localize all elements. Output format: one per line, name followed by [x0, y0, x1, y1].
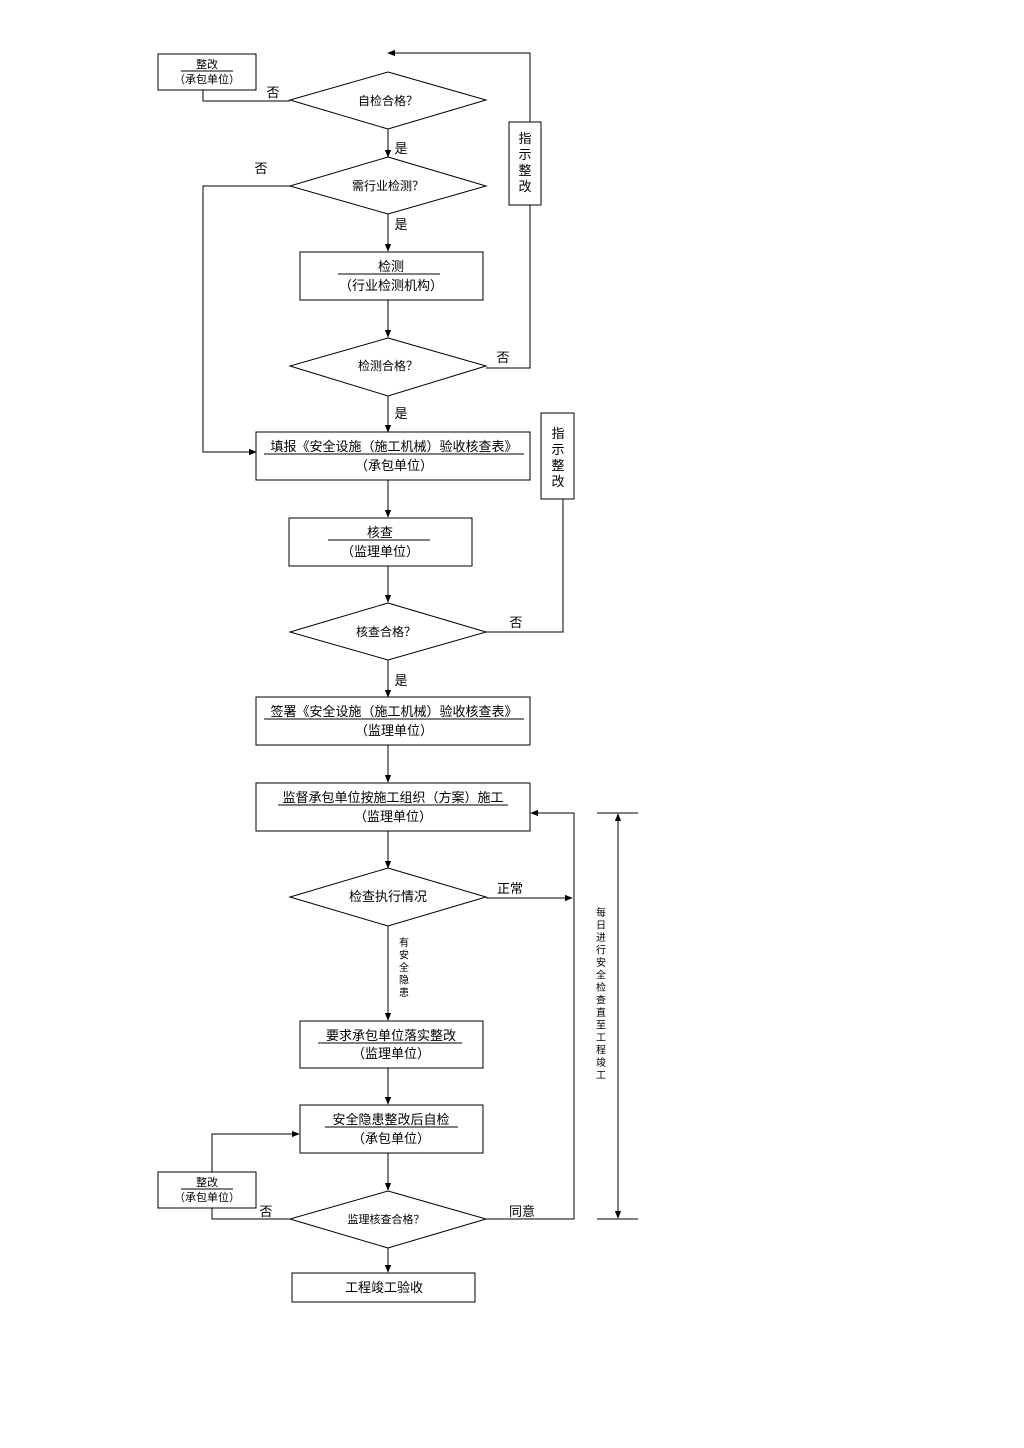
edge-label-you-yinhuan-text: 有安全隐患	[399, 936, 409, 999]
tianbao-sub: （承包单位）	[355, 459, 433, 474]
diamond-zijian	[288, 71, 488, 130]
zhishi-2-label-text: 指示整改	[551, 427, 564, 490]
yaoqiu-sub: （监理单位）	[352, 1047, 430, 1062]
edge-jianli-no	[211, 1208, 290, 1220]
box-qianshu	[255, 696, 531, 746]
side-note-text: 每日进行安全检查直至工程竣工	[596, 906, 606, 1082]
box-zhishi-1	[508, 121, 542, 206]
jiandu-title: 监督承包单位按施工组织（方案）施工	[282, 790, 503, 806]
zijian-after-title: 安全隐患整改后自检	[332, 1112, 449, 1128]
hecha-sub: （监理单位）	[341, 545, 419, 560]
edge-label-fou-3: 否	[496, 351, 509, 366]
zhishi-1-label-text: 指示整改	[518, 132, 531, 195]
diamond-zijian-label: 自检合格？	[358, 93, 418, 108]
qianshu-title: 签署《安全设施（施工机械）验收核查表》	[270, 704, 517, 720]
box-zhenggai-top	[157, 53, 257, 91]
zhishi-1-label: 指示整改	[518, 132, 531, 195]
diamond-hangye-label: 需行业检测？	[352, 178, 424, 193]
jiandu-sub: （监理单位）	[354, 810, 432, 825]
box-yaoqiu	[299, 1020, 484, 1069]
edge-zijian-no	[202, 90, 290, 102]
vertical-texts: 指示整改 指示整改 有安全隐患 每日进行安全检查直至工程竣工	[399, 132, 606, 1082]
zhenggai-bottom-title: 整改	[196, 1175, 218, 1189]
jiance-sub: （行业检测机构）	[339, 279, 443, 294]
zijian-after-sub: （承包单位）	[352, 1132, 430, 1147]
tianbao-title: 填报《安全设施（施工机械）验收核查表》	[270, 439, 517, 455]
yaoqiu-title: 要求承包单位落实整改	[326, 1029, 456, 1044]
zhishi-2-label: 指示整改	[551, 427, 564, 490]
edge-tongyi	[486, 809, 575, 1220]
box-zhishi-2	[540, 412, 575, 500]
diamond-jiance-label: 检测合格？	[358, 358, 418, 373]
zhenggai-bottom-sub: （承包单位）	[174, 1190, 240, 1204]
jungong-label: 工程竣工验收	[345, 1280, 423, 1296]
diamond-jiancha	[288, 867, 488, 927]
qianshu-sub: （监理单位）	[355, 724, 433, 739]
box-zhenggai-bottom	[157, 1171, 257, 1209]
connectors	[202, 49, 638, 1273]
edge-zhishi1-up	[387, 49, 531, 122]
diamond-jianli	[288, 1190, 488, 1249]
box-zijian-after	[299, 1104, 484, 1154]
edge-label-shi-1: 是	[394, 142, 407, 157]
diamond-jiance	[288, 337, 488, 397]
zhenggai-top-sub: （承包单位）	[174, 72, 240, 86]
node-texts: 整改 （承包单位） 自检合格？ 需行业检测？ 检测 （行业检测机构） 检测合格？…	[174, 57, 518, 1296]
edge-label-fou-5: 否	[259, 1205, 272, 1220]
edge-label-texts: 否 是 否 是 否 是 否 是 正常 否 同意	[254, 86, 535, 1220]
edge-hangye-no	[202, 185, 290, 456]
edge-label-shi-2: 是	[394, 218, 407, 233]
diamond-jianli-label: 监理核查合格？	[348, 1212, 425, 1226]
edge-hecha-no	[486, 499, 564, 633]
jiance-title: 检测	[378, 260, 404, 275]
edge-label-fou-1: 否	[266, 86, 279, 101]
title-underlines	[181, 70, 524, 1190]
edge-label-fou-4: 否	[509, 616, 522, 631]
diamond-hangye	[288, 156, 488, 215]
zhenggai-top-title: 整改	[196, 57, 218, 71]
edge-label-fou-2: 否	[254, 162, 267, 177]
edge-label-you-yinhuan: 有安全隐患	[399, 936, 409, 999]
edge-label-tongyi: 同意	[509, 1204, 535, 1220]
shapes	[157, 53, 575, 1303]
diamond-hecha	[288, 602, 488, 661]
edge-label-shi-3: 是	[394, 407, 407, 422]
diamond-hecha-label: 核查合格？	[356, 624, 416, 639]
edge-label-shi-4: 是	[394, 674, 407, 689]
edge-zhenggai-back	[211, 1130, 300, 1172]
box-jungong	[291, 1272, 476, 1303]
diamond-jiancha-label: 检查执行情况	[349, 890, 427, 905]
box-jiance	[299, 251, 484, 301]
hecha-title: 核查	[367, 526, 393, 541]
edge-jiance-no	[486, 205, 531, 369]
side-note: 每日进行安全检查直至工程竣工	[596, 906, 606, 1082]
box-hecha	[288, 517, 473, 567]
edge-label-zhengchang: 正常	[497, 882, 523, 897]
box-jiandu	[255, 782, 531, 832]
box-tianbao	[255, 431, 531, 481]
